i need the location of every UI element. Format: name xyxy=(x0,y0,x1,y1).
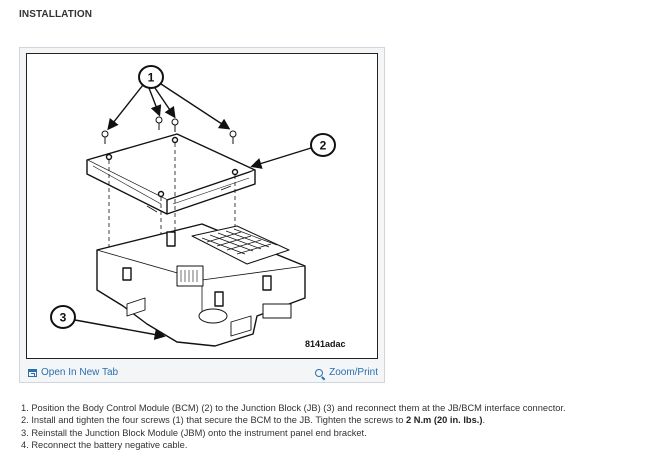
figure-container: 1 2 3 8141adac Open In New Tab Zoom/Prin… xyxy=(19,47,385,383)
bcm-module xyxy=(86,133,256,215)
diagram-drawing: 1 2 3 xyxy=(50,65,336,347)
open-in-new-tab-link[interactable]: Open In New Tab xyxy=(28,367,118,378)
new-tab-icon xyxy=(28,368,37,377)
callout-1-label: 1 xyxy=(148,71,155,85)
callout-2 xyxy=(250,133,336,169)
callout-1 xyxy=(107,65,231,131)
junction-block xyxy=(96,223,306,347)
step-4: 4. Reconnect the battery negative cable. xyxy=(21,439,188,450)
figure-code: 8141adac xyxy=(305,339,346,349)
open-in-new-tab-label: Open In New Tab xyxy=(41,367,119,378)
screws xyxy=(101,116,237,144)
callout-3-label: 3 xyxy=(60,311,67,325)
installation-diagram: 1 2 3 8141adac xyxy=(26,53,378,359)
callout-2-label: 2 xyxy=(320,139,327,153)
step-3: 3. Reinstall the Junction Block Module (… xyxy=(21,427,367,438)
section-title: INSTALLATION xyxy=(19,9,93,20)
step-2: 2. Install and tighten the four screws (… xyxy=(21,415,486,426)
callout-3 xyxy=(50,305,166,341)
zoom-print-label: Zoom/Print xyxy=(329,367,378,378)
zoom-icon xyxy=(315,368,324,377)
figure-footer: Open In New Tab Zoom/Print xyxy=(26,364,380,380)
step-1: 1. Position the Body Control Module (BCM… xyxy=(21,403,566,413)
installation-steps: 1. Position the Body Control Module (BCM… xyxy=(21,402,566,451)
zoom-print-link[interactable]: Zoom/Print xyxy=(315,367,378,378)
